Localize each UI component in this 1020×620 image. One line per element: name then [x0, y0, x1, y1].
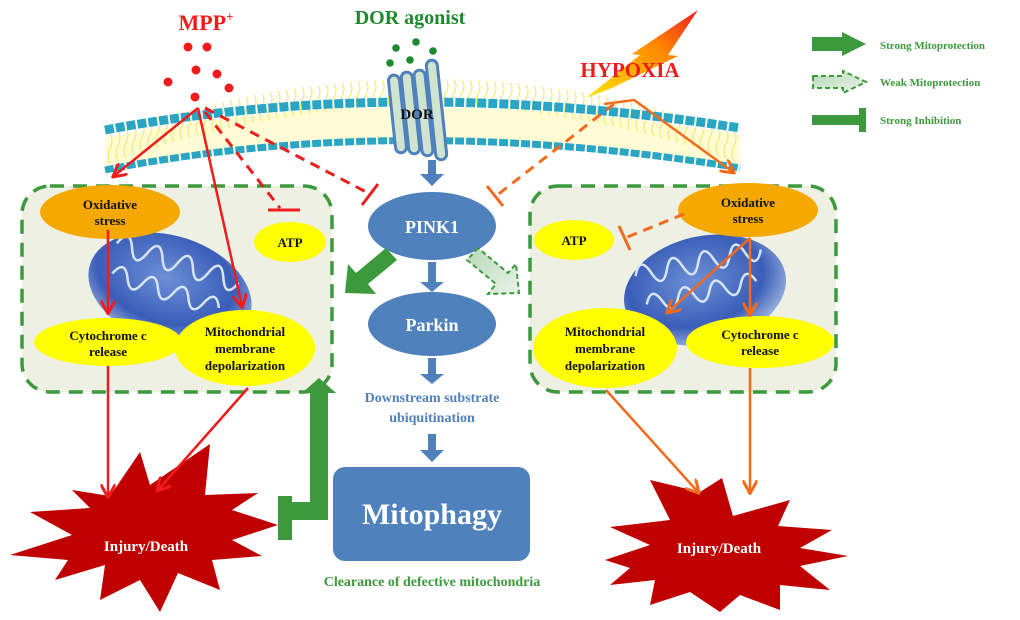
dor-agonist-particles — [386, 38, 437, 67]
left-cyto-label-2: release — [89, 344, 127, 359]
left-atp-node — [254, 222, 326, 262]
legend-label: Strong Inhibition — [880, 115, 961, 127]
hypoxia-inhibition-paths — [485, 102, 685, 251]
mpp-particles — [163, 42, 234, 102]
right-oxidative-stress-node — [678, 183, 818, 237]
pink1-weak-protection-arrow — [465, 246, 521, 296]
lipid-tail — [211, 103, 217, 132]
lipid-tail — [507, 82, 513, 111]
pink1-label: PINK1 — [405, 217, 459, 237]
mpp-inhibition-paths — [203, 106, 380, 212]
right-atp-node — [534, 220, 614, 260]
legend-label: Weak Mitoprotection — [880, 77, 980, 89]
downstream-label-2: ubiquitination — [389, 411, 475, 426]
lipid-tail — [115, 130, 121, 161]
parkin-to-ubiquitination-arrow — [420, 358, 444, 384]
dor-receptor-icon — [386, 58, 449, 162]
right-oxidative-label-1: Oxidative — [721, 195, 775, 210]
left-oxidative-label-1: Oxidative — [83, 197, 137, 212]
mpp-paths — [108, 107, 249, 496]
left-atp-label: ATP — [277, 235, 302, 250]
pink1-to-parkin-arrow — [420, 262, 444, 292]
dor-agonist-label: DOR agonist — [355, 7, 466, 29]
lipid-tail — [131, 125, 137, 156]
dashed-arrow-icon — [812, 69, 869, 95]
lipid-tail — [123, 127, 129, 158]
legend-strong-mitoprotection: Strong Mitoprotection — [812, 32, 985, 56]
right-mmd-node — [533, 308, 677, 388]
right-cyto-label-2: release — [741, 343, 779, 358]
lipid-tail — [299, 87, 305, 115]
inhibition-bar — [278, 496, 292, 540]
left-mmd-node — [175, 310, 315, 386]
right-cyto-label-1: Cytochrome c — [721, 327, 799, 342]
left-mmd-label-1: Mitochondrial — [205, 324, 286, 339]
mitophagy-label: Mitophagy — [362, 498, 502, 531]
right-mmd-label-3: depolarization — [565, 358, 646, 373]
left-injury-star — [10, 444, 278, 612]
pink1-strong-protection-arrow — [345, 248, 397, 294]
legend: Strong Mitoprotection Weak Mitoprotectio… — [812, 32, 985, 132]
downstream-label-1: Downstream substrate — [365, 391, 500, 406]
lipid-tail — [723, 128, 729, 159]
lipid-tail — [715, 125, 721, 156]
lipid-tail — [627, 101, 633, 131]
lipid-tail — [731, 130, 737, 162]
right-cytochrome-node — [686, 316, 834, 368]
left-oxidative-stress-node — [40, 185, 180, 239]
right-injury-star — [605, 478, 848, 612]
ubiquitination-to-mitophagy-arrow — [420, 434, 444, 462]
hypoxia-lightning-icon — [586, 10, 698, 98]
lipid-tail — [555, 88, 561, 117]
right-injury-label: Injury/Death — [677, 541, 762, 557]
t-bar-icon — [812, 108, 866, 132]
mitophagy-node[interactable] — [333, 467, 530, 561]
pink1-node[interactable] — [368, 192, 496, 260]
right-oxidative-label-2: stress — [733, 211, 764, 226]
solid-arrow-icon — [812, 32, 866, 56]
clearance-label: Clearance of defective mitochondria — [324, 575, 541, 590]
hypoxia-label: HYPOXIA — [580, 58, 680, 82]
left-injury-label: Injury/Death — [104, 539, 189, 555]
right-mmd-label-2: membrane — [575, 341, 635, 356]
lipid-tail — [475, 80, 481, 108]
legend-weak-mitoprotection: Weak Mitoprotection — [812, 69, 980, 95]
left-oxidative-label-2: stress — [95, 213, 126, 228]
legend-strong-inhibition: Strong Inhibition — [812, 108, 961, 132]
hypoxia-paths — [603, 98, 750, 492]
lipid-tail — [275, 90, 281, 119]
lipid-tail — [651, 107, 657, 137]
mitophagy-inhibition-feedback-arrow — [290, 378, 336, 520]
parkin-label: Parkin — [405, 315, 458, 335]
left-cytochrome-node — [34, 318, 182, 366]
left-mmd-label-3: depolarization — [205, 358, 286, 373]
lipid-tail — [107, 133, 113, 164]
right-mmd-label-1: Mitochondrial — [565, 324, 646, 339]
parkin-node[interactable] — [368, 292, 496, 356]
lipid-tail — [659, 109, 665, 139]
legend-label: Strong Mitoprotection — [880, 40, 985, 52]
left-mmd-label-2: membrane — [215, 341, 275, 356]
mpp-label: MPP+ — [178, 9, 233, 35]
dor-to-pink1-arrow — [420, 160, 444, 186]
right-atp-label: ATP — [561, 233, 586, 248]
lipid-tail — [243, 96, 249, 125]
dor-receptor-label: DOR — [400, 107, 434, 123]
left-cyto-label-1: Cytochrome c — [69, 328, 147, 343]
